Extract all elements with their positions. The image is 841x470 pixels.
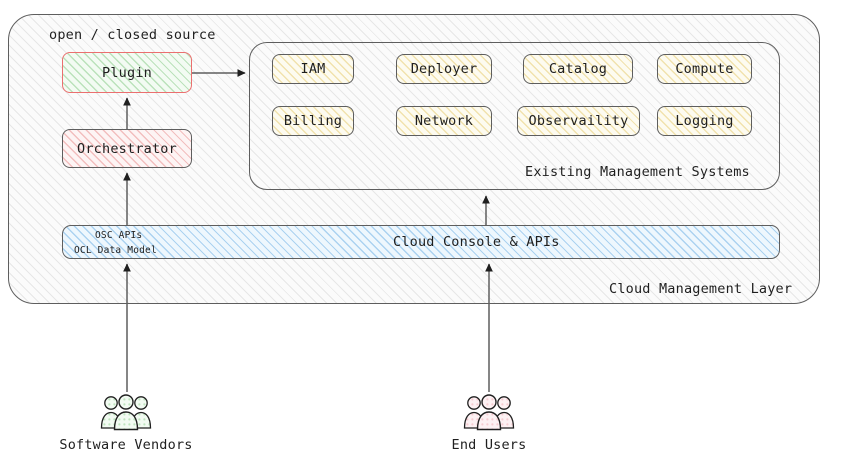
- ems-item-deployer-label: Deployer: [410, 61, 478, 77]
- ems-item-network[interactable]: Network: [396, 106, 492, 136]
- cloud-console-apis-label: Cloud Console & APIs: [393, 234, 560, 250]
- ems-item-compute-label: Compute: [675, 61, 734, 77]
- existing-management-systems-label: Existing Management Systems: [525, 164, 750, 180]
- ems-item-catalog[interactable]: Catalog: [523, 54, 633, 84]
- cloud-management-layer-label: Cloud Management Layer: [609, 281, 793, 297]
- plugin-node[interactable]: Plugin: [62, 52, 192, 93]
- osc-apis-label: OSC APIs: [95, 230, 143, 241]
- ems-item-compute[interactable]: Compute: [657, 54, 752, 84]
- software-vendors-label: Software Vendors: [59, 437, 193, 453]
- ems-item-deployer[interactable]: Deployer: [396, 54, 492, 84]
- ems-item-billing[interactable]: Billing: [272, 106, 354, 136]
- orchestrator-node-label: Orchestrator: [77, 140, 177, 157]
- end-users-users-icon: [461, 393, 517, 431]
- ems-item-billing-label: Billing: [283, 113, 343, 129]
- ems-item-catalog-label: Catalog: [548, 61, 608, 77]
- end-users-label: End Users: [451, 437, 527, 453]
- ems-item-logging[interactable]: Logging: [657, 106, 752, 136]
- ems-item-iam-label: IAM: [300, 61, 326, 77]
- plugin-node-label: Plugin: [102, 64, 152, 81]
- open-closed-source-label: open / closed source: [49, 27, 216, 43]
- ems-item-network-label: Network: [414, 113, 474, 129]
- ems-item-observaility-label: Observaility: [528, 113, 629, 129]
- ems-item-logging-label: Logging: [675, 113, 734, 129]
- cloud-console-apis-bar[interactable]: [62, 225, 780, 259]
- ocl-data-model-label: OCL Data Model: [74, 245, 157, 256]
- ems-item-observaility[interactable]: Observaility: [517, 106, 640, 136]
- ems-item-iam[interactable]: IAM: [272, 54, 354, 84]
- orchestrator-node[interactable]: Orchestrator: [62, 129, 192, 168]
- software-vendors-users-icon: [98, 393, 154, 431]
